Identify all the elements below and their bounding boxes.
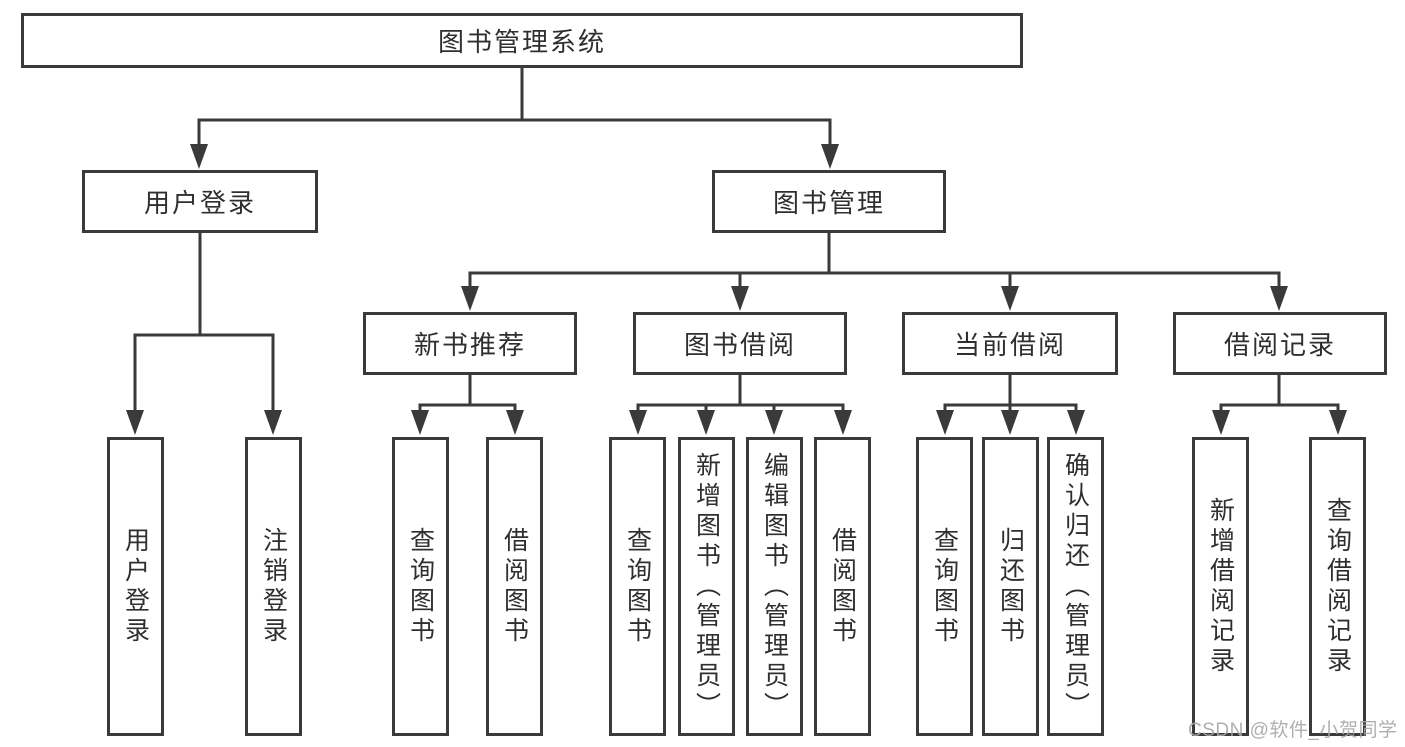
leaf-borrow-books: 借阅图书	[814, 437, 871, 736]
node-label: 新增图书（管理员）	[692, 451, 721, 722]
node-new-book-recommend: 新书推荐	[363, 312, 577, 375]
arrowhead	[731, 286, 749, 311]
node-label: 图书管理系统	[437, 27, 606, 57]
arrowhead	[936, 410, 954, 435]
node-label: 编辑图书（管理员）	[760, 451, 789, 722]
node-label: 查询图书	[623, 526, 652, 647]
arrowhead	[1270, 286, 1288, 311]
leaf-return-books: 归还图书	[982, 437, 1039, 736]
node-label: 借阅图书	[828, 526, 857, 647]
leaf-edit-books-admin: 编辑图书（管理员）	[746, 437, 803, 736]
node-borrow-records: 借阅记录	[1173, 312, 1387, 375]
node-label: 查询图书	[406, 526, 435, 647]
leaf-query-books-current: 查询图书	[916, 437, 973, 736]
arrowhead	[506, 410, 524, 435]
node-label: 图书借阅	[683, 330, 796, 360]
arrowhead	[765, 410, 783, 435]
arrowhead	[1067, 410, 1085, 435]
leaf-borrow-books-recommend: 借阅图书	[486, 437, 543, 736]
arrowhead	[1001, 286, 1019, 311]
leaf-query-books-recommend: 查询图书	[392, 437, 449, 736]
node-label: 注销登录	[259, 526, 288, 647]
arrowhead	[1329, 410, 1347, 435]
arrowhead	[834, 410, 852, 435]
leaf-confirm-return-admin: 确认归还（管理员）	[1047, 437, 1104, 736]
node-label: 新增借阅记录	[1206, 496, 1235, 677]
node-label: 确认归还（管理员）	[1061, 451, 1090, 722]
leaf-user-login: 用户登录	[107, 437, 164, 736]
node-user-login: 用户登录	[82, 170, 318, 233]
leaf-query-borrow-record: 查询借阅记录	[1309, 437, 1366, 736]
arrowhead	[264, 410, 282, 435]
arrowhead	[190, 144, 208, 169]
arrowhead	[461, 286, 479, 311]
leaf-add-borrow-record: 新增借阅记录	[1192, 437, 1249, 736]
node-label: 图书管理	[772, 188, 885, 218]
node-current-borrow: 当前借阅	[902, 312, 1118, 375]
node-label: 借阅记录	[1223, 330, 1336, 360]
node-label: 归还图书	[996, 526, 1025, 647]
node-label: 新书推荐	[413, 330, 526, 360]
arrowhead	[629, 410, 647, 435]
node-library-management-system: 图书管理系统	[21, 13, 1023, 68]
connector	[133, 333, 275, 412]
node-label: 用户登录	[143, 188, 256, 218]
connector	[197, 118, 832, 147]
watermark: CSDN @软件_小贺同学	[1188, 720, 1398, 741]
connector	[468, 271, 1281, 289]
connector	[636, 403, 845, 412]
node-label: 借阅图书	[500, 526, 529, 647]
node-book-borrow: 图书借阅	[633, 312, 847, 375]
arrowhead	[126, 410, 144, 435]
node-label: 查询图书	[930, 526, 959, 647]
node-label: 当前借阅	[953, 330, 1066, 360]
connector	[1219, 403, 1340, 412]
node-label: 用户登录	[121, 526, 150, 647]
leaf-add-books-admin: 新增图书（管理员）	[678, 437, 735, 736]
arrowhead	[1212, 410, 1230, 435]
leaf-logout: 注销登录	[245, 437, 302, 736]
connector	[418, 403, 517, 412]
node-label: 查询借阅记录	[1323, 496, 1352, 677]
arrowhead	[821, 144, 839, 169]
node-book-management: 图书管理	[712, 170, 946, 233]
leaf-query-books-borrow: 查询图书	[609, 437, 666, 736]
arrowhead	[411, 410, 429, 435]
arrowhead	[1001, 410, 1019, 435]
arrowhead	[697, 410, 715, 435]
